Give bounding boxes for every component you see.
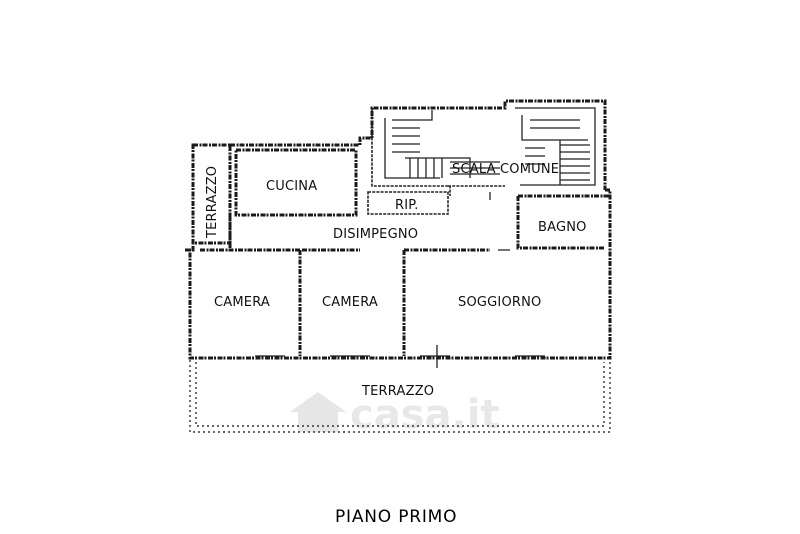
room-label-bagno: BAGNO bbox=[538, 220, 587, 235]
front-terrace-outline bbox=[189, 360, 611, 433]
room-label-camera-1: CAMERA bbox=[214, 295, 270, 310]
room-label-rip: RIP. bbox=[395, 198, 419, 213]
plan-caption: PIANO PRIMO bbox=[335, 507, 457, 527]
room-label-cucina: CUCINA bbox=[266, 179, 317, 194]
room-label-terrazzo-front: TERRAZZO bbox=[361, 384, 434, 399]
watermark: casa.it bbox=[290, 392, 500, 438]
room-label-disimpegno: DISIMPEGNO bbox=[333, 227, 418, 242]
room-label-scala-comune: SCALA COMUNE bbox=[452, 162, 559, 177]
room-label-terrazzo-side: TERRAZZO bbox=[205, 166, 220, 239]
watermark-text: casa.it bbox=[350, 392, 500, 438]
room-label-soggiorno: SOGGIORNO bbox=[458, 295, 542, 310]
openings bbox=[255, 192, 545, 368]
interior-walls bbox=[200, 108, 610, 356]
room-label-camera-2: CAMERA bbox=[322, 295, 378, 310]
house-logo-icon bbox=[290, 392, 346, 432]
staircase-left bbox=[384, 110, 500, 179]
staircase-right bbox=[515, 107, 596, 186]
